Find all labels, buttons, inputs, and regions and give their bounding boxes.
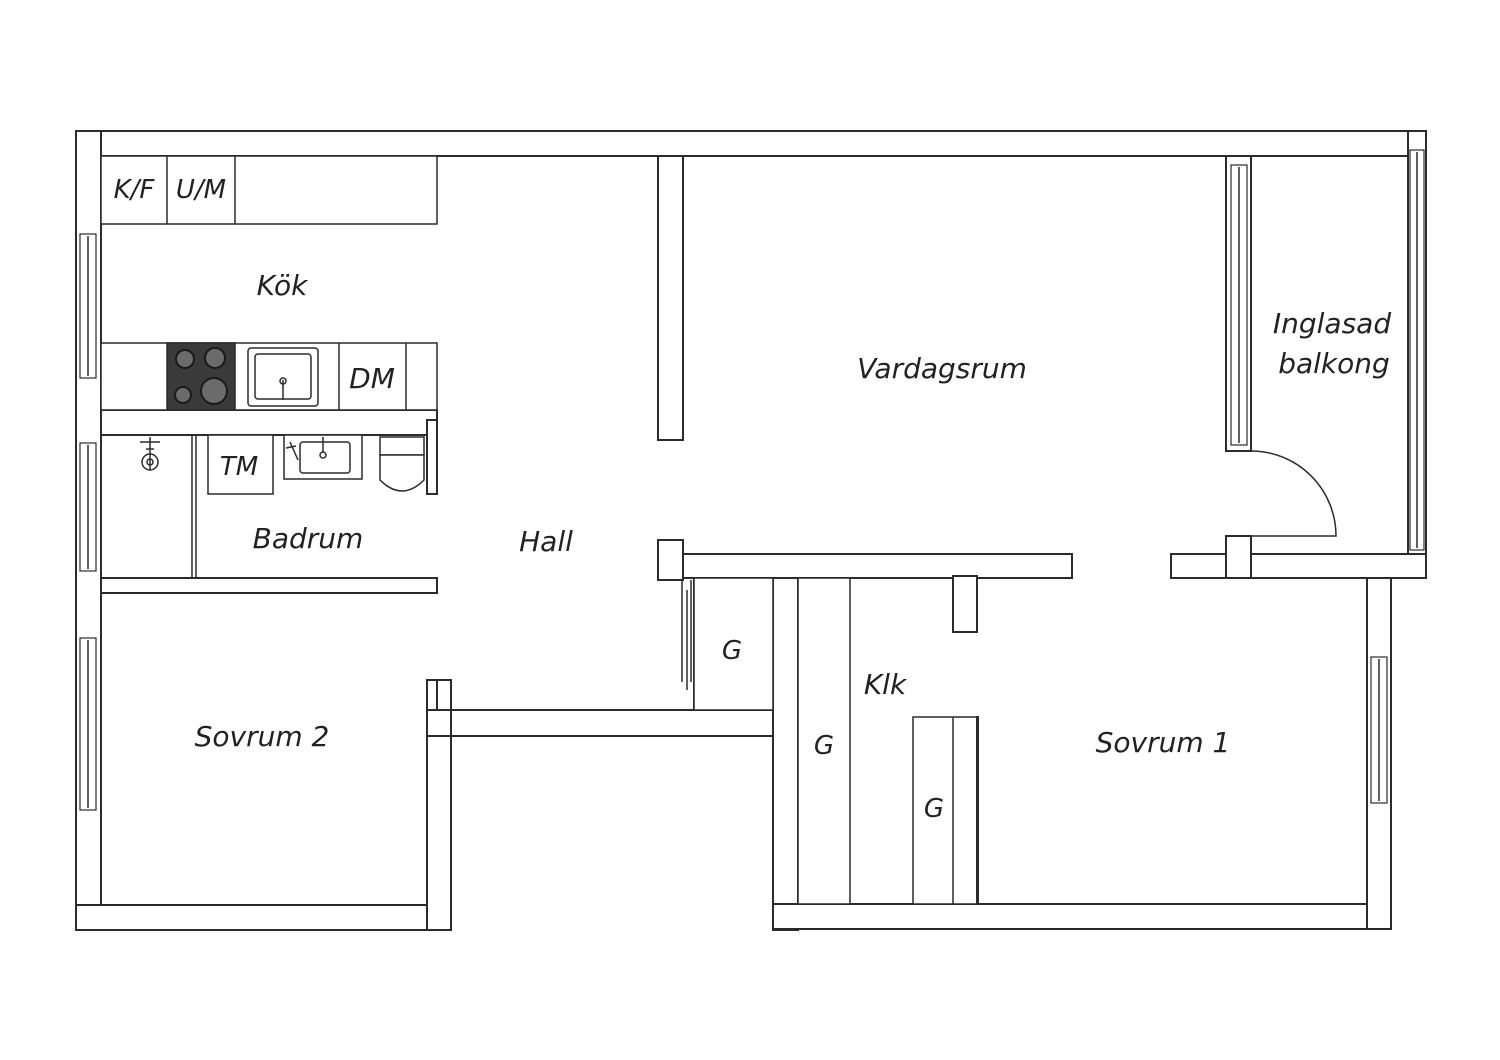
closet-wardrobe-left-label: G xyxy=(814,731,834,761)
burner-icon xyxy=(174,386,192,404)
sliding-door-icon xyxy=(681,580,692,690)
wall-bottom-right xyxy=(772,903,1392,930)
bathroom-fixtures xyxy=(140,434,425,578)
wall-bottom-left xyxy=(75,904,452,931)
kitchen-fixtures xyxy=(100,155,438,411)
bathroom-label: Badrum xyxy=(253,522,364,555)
wall-living-notch xyxy=(657,539,684,581)
shower-head-icon xyxy=(140,437,160,471)
bedroom-2-label: Sovrum 2 xyxy=(195,720,330,753)
wall-closet-stub xyxy=(952,575,978,633)
wall-hall-bottom xyxy=(450,709,774,737)
wall-top xyxy=(75,130,1427,157)
hall-wardrobe-label: G xyxy=(722,636,742,666)
dishwasher-label: DM xyxy=(349,362,395,395)
balcony-door-swing xyxy=(1250,450,1337,537)
kitchen-label: Kök xyxy=(257,269,309,302)
kitchen-sink-icon xyxy=(247,347,319,407)
burner-icon xyxy=(204,347,226,369)
hall-wardrobe xyxy=(693,577,774,711)
wall-balcony-divider-lower xyxy=(1225,535,1252,579)
windows xyxy=(79,149,1425,811)
walk-in-wardrobe-left xyxy=(797,577,851,905)
closet-wardrobe-right-label: G xyxy=(924,794,944,824)
wall-closet-right xyxy=(976,716,979,905)
balcony-label-line1: Inglasad xyxy=(1273,307,1391,340)
fridge-freezer-label: K/F xyxy=(114,175,156,205)
walk-in-closet-label: Klk xyxy=(864,668,908,701)
hall-label: Hall xyxy=(519,525,573,558)
closets xyxy=(681,577,979,905)
upper-counter xyxy=(100,155,438,225)
washing-machine-label: TM xyxy=(220,452,258,482)
bedroom-1-label: Sovrum 1 xyxy=(1096,726,1231,759)
wall-kitchen-bottom xyxy=(100,409,438,436)
burner-icon xyxy=(200,377,228,405)
washing-machine xyxy=(207,434,274,495)
labels: K/F U/M Kök DM Vardagsrum Inglasad balko… xyxy=(114,175,1392,824)
wall-closet-left xyxy=(772,577,799,931)
living-room-label: Vardagsrum xyxy=(857,352,1027,385)
wall-balcony-ledge xyxy=(1170,553,1427,579)
wall-living-left xyxy=(657,155,684,441)
wall-bathroom-bottom xyxy=(100,577,438,594)
wall-bedroom2-door xyxy=(426,679,438,711)
walk-in-wardrobe-right xyxy=(912,716,978,905)
oven-microwave-label: U/M xyxy=(176,175,226,205)
wall-living-bottom xyxy=(657,553,1073,579)
balcony-label-line2: balkong xyxy=(1278,347,1390,380)
wall-bathroom-right xyxy=(426,419,438,495)
burner-icon xyxy=(175,349,195,369)
toilet-icon xyxy=(379,436,425,492)
